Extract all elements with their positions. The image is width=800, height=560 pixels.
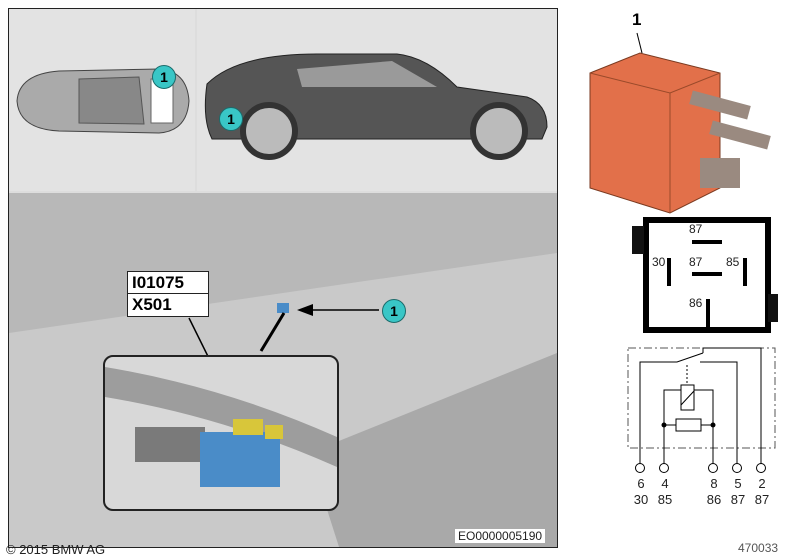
relay-pin-layout	[632, 217, 778, 333]
terminal-pin-5: 5	[734, 476, 742, 491]
terminal-function-87a: 87	[730, 492, 746, 507]
terminal-function-86: 86	[706, 492, 722, 507]
part-number-label: 1	[632, 10, 642, 29]
pin-label-87-mid: 87	[689, 255, 703, 269]
car-top-view-icon	[16, 68, 190, 134]
connector-id-label: X501	[127, 293, 209, 317]
car-side-view-panel: 1	[197, 9, 557, 191]
callout-1-trunk: 1	[382, 299, 406, 323]
terminal-pin-6: 6	[637, 476, 645, 491]
terminal-function-87b: 87	[754, 492, 770, 507]
terminal-pin-2: 2	[758, 476, 766, 491]
image-number: 470033	[738, 541, 779, 555]
connector-detail-icon	[105, 367, 337, 487]
relay-circuit-schematic	[627, 347, 776, 473]
component-id-label: I01075	[127, 271, 209, 295]
pin-label-85: 85	[726, 255, 740, 269]
trunk-view-panel: 1 I01075 X501 EO0000005190	[9, 193, 557, 547]
car-top-view-panel: 1	[9, 9, 195, 191]
terminal-labels: 6 4 8 5 2 30 85 86 87 87	[634, 476, 784, 516]
terminal-pin-8: 8	[710, 476, 718, 491]
location-illustration-frame: 1 1	[8, 8, 558, 548]
drawing-code: EO0000005190	[455, 529, 546, 543]
callout-1-side: 1	[219, 107, 243, 131]
car-side-view-icon	[204, 53, 548, 160]
callout-1-top: 1	[152, 65, 176, 89]
relay-icon	[589, 32, 771, 214]
terminal-function-85: 85	[657, 492, 673, 507]
terminal-pin-4: 4	[661, 476, 669, 491]
pin-label-86: 86	[689, 296, 703, 310]
terminal-function-30: 30	[633, 492, 649, 507]
pin-label-30: 30	[652, 255, 666, 269]
pin-label-87-top: 87	[689, 222, 703, 236]
copyright-text: © 2015 BMW AG	[6, 542, 106, 557]
detail-inset	[103, 355, 339, 511]
